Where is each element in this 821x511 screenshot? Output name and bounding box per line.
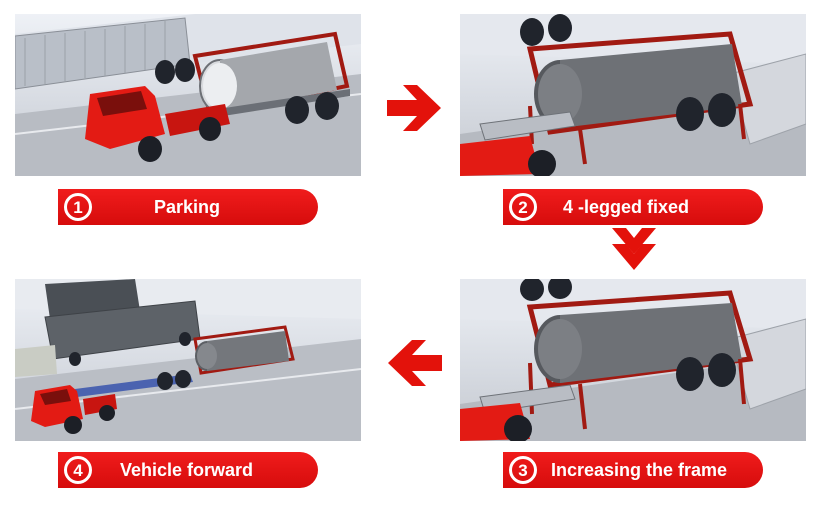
step-3-label: 3 Increasing the frame <box>503 452 763 488</box>
step-1-image <box>15 14 361 176</box>
step-number-badge: 3 <box>509 456 537 484</box>
step-4-image <box>15 279 361 441</box>
step-2-label: 2 4 -legged fixed <box>503 189 763 225</box>
tractor-truck <box>31 385 117 434</box>
step-3-image <box>460 279 806 441</box>
arrow-down-icon <box>612 228 656 270</box>
step-2-image <box>460 14 806 176</box>
step-4-label: 4 Vehicle forward <box>58 452 318 488</box>
step-number-badge: 4 <box>64 456 92 484</box>
step-number-badge: 1 <box>64 193 92 221</box>
step-title: Increasing the frame <box>551 459 728 480</box>
step-title: Parking <box>154 196 221 217</box>
tractor-truck <box>85 86 230 162</box>
container-trailers <box>15 279 201 377</box>
tank-container <box>193 325 295 375</box>
arrow-left-icon <box>388 340 442 386</box>
step-title: Vehicle forward <box>120 459 254 480</box>
step-number-badge: 2 <box>509 193 537 221</box>
step-title: 4 -legged fixed <box>563 196 690 217</box>
arrow-right-icon <box>387 85 441 131</box>
step-1-label: 1 Parking <box>58 189 318 225</box>
